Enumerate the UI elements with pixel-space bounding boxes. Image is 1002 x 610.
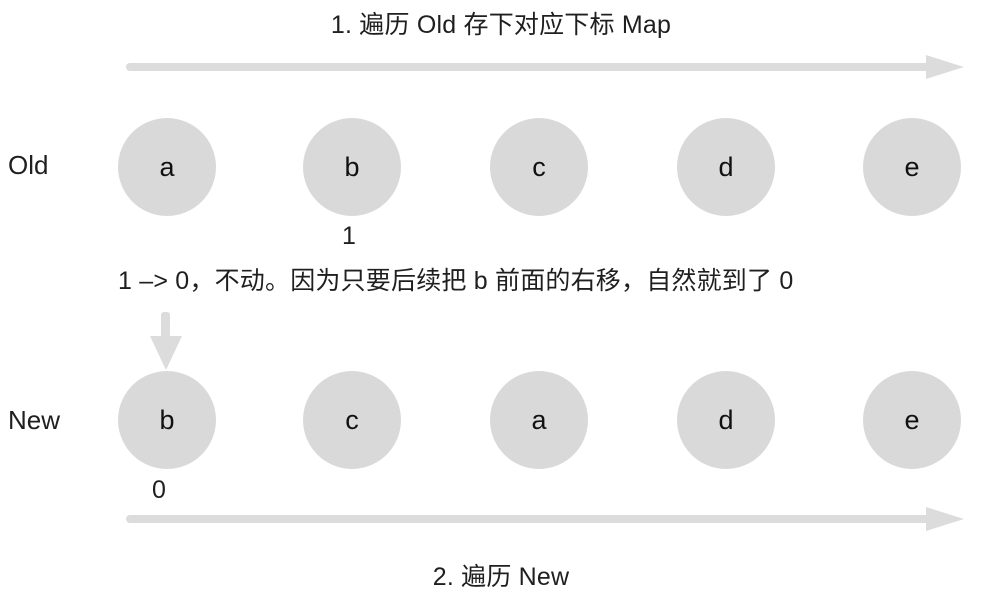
down-arrow-icon bbox=[150, 312, 182, 370]
node-new-1[interactable]: c bbox=[303, 371, 401, 469]
bottom-caption: 2. 遍历 New bbox=[432, 563, 570, 591]
node-label: a bbox=[531, 404, 547, 435]
row-label-new: New bbox=[8, 405, 61, 435]
node-new-0[interactable]: b bbox=[118, 371, 216, 469]
page-title: 1. 遍历 Old 存下对应下标 Map bbox=[330, 11, 672, 39]
explanation-text: 1 –> 0，不动。因为只要后续把 b 前面的右移，自然就到了 0 bbox=[118, 267, 794, 295]
node-new-2[interactable]: a bbox=[490, 371, 588, 469]
top-traversal-arrow bbox=[126, 53, 964, 81]
node-label: c bbox=[532, 151, 546, 182]
right-arrow-icon bbox=[126, 55, 964, 79]
row-label-old: Old bbox=[8, 150, 49, 180]
move-down-arrow bbox=[148, 312, 184, 370]
index-note-old-b: 1 bbox=[342, 222, 356, 250]
node-new-4[interactable]: e bbox=[863, 371, 961, 469]
node-old-1[interactable]: b bbox=[303, 118, 401, 216]
node-label: c bbox=[345, 404, 359, 435]
node-label: e bbox=[904, 404, 920, 435]
node-label: e bbox=[904, 151, 920, 182]
node-label: a bbox=[159, 151, 175, 182]
node-old-2[interactable]: c bbox=[490, 118, 588, 216]
node-label: d bbox=[718, 151, 734, 182]
node-old-3[interactable]: d bbox=[677, 118, 775, 216]
node-old-0[interactable]: a bbox=[118, 118, 216, 216]
bottom-traversal-arrow bbox=[126, 505, 964, 533]
node-new-3[interactable]: d bbox=[677, 371, 775, 469]
node-label: b bbox=[344, 151, 360, 182]
node-old-4[interactable]: e bbox=[863, 118, 961, 216]
index-note-new-b: 0 bbox=[152, 476, 166, 504]
node-row-new: b c a d e bbox=[0, 371, 1002, 471]
node-label: d bbox=[718, 404, 734, 435]
node-label: b bbox=[159, 404, 175, 435]
right-arrow-icon bbox=[126, 507, 964, 531]
node-row-old: a b c d e bbox=[0, 118, 1002, 218]
